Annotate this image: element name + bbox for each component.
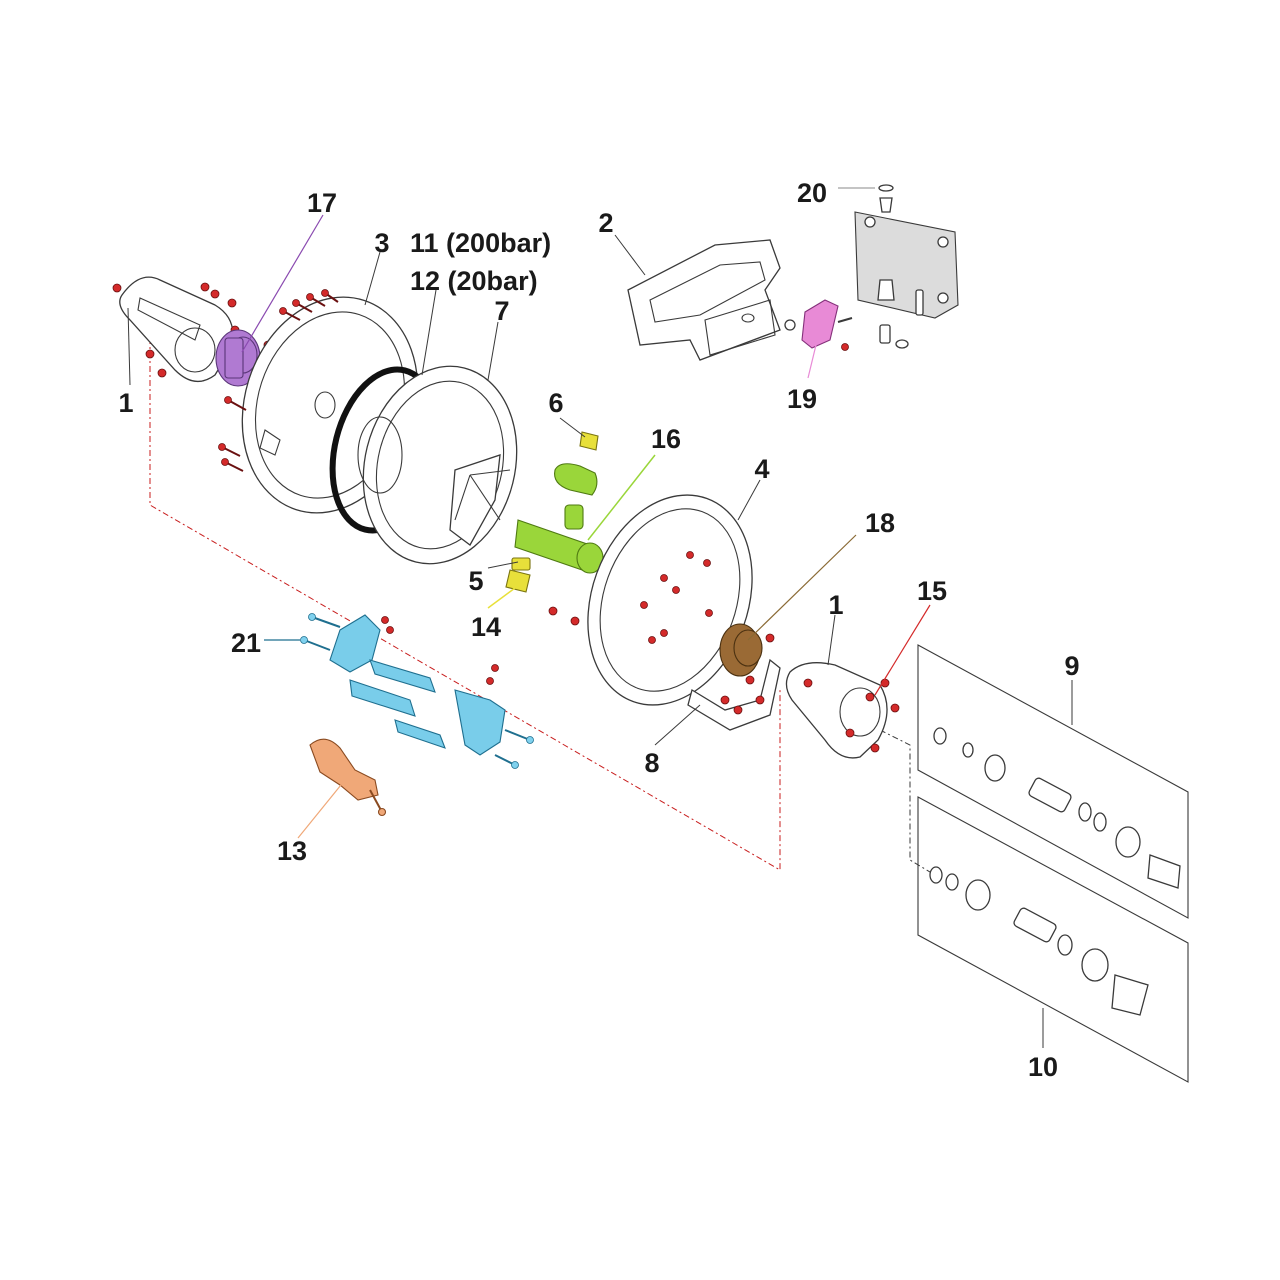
callout-3: 3 [374, 228, 389, 258]
callout-13: 13 [277, 836, 307, 866]
leader-19 [807, 344, 817, 379]
part-10-swivel-kit [917, 796, 1189, 1083]
part-9-swivel-kit [917, 644, 1189, 919]
leader-2 [614, 234, 646, 276]
leader-16 [587, 454, 656, 541]
leader-3 [364, 251, 381, 306]
callout-7: 7 [494, 296, 509, 326]
part-15-screws [803, 678, 900, 753]
part-3-screws [218, 289, 339, 472]
leader-7 [487, 321, 499, 381]
part-18-bearing [719, 623, 775, 677]
part-2-frame [627, 239, 781, 361]
part-19-latch [784, 299, 853, 351]
leader-8 [654, 704, 701, 746]
callout-labels: 1 1 2 3 4 5 6 7 8 9 10 11 (200bar) 12 (2… [118, 178, 1079, 1082]
leader-14 [487, 587, 516, 609]
callout-18: 18 [865, 508, 895, 538]
callout-14: 14 [471, 612, 501, 642]
callout-19: 19 [787, 384, 817, 414]
callout-6: 6 [548, 388, 563, 418]
part-14-fitting [505, 557, 531, 593]
part-7-drum [357, 365, 518, 565]
leader-5 [487, 561, 519, 569]
callout-9: 9 [1064, 651, 1079, 681]
leader-lines [127, 187, 1073, 1048]
part-4-screws [548, 551, 713, 644]
part-1-left-bracket [112, 276, 240, 382]
leader-1a [127, 307, 131, 386]
callout-12: 12 (20bar) [410, 266, 538, 296]
part-4-disc [548, 494, 753, 706]
leader-6 [559, 417, 586, 438]
callout-1-right: 1 [828, 590, 843, 620]
leader-15 [874, 604, 931, 696]
leader-4 [737, 479, 761, 521]
callout-15: 15 [917, 576, 947, 606]
leader-11 [421, 289, 437, 376]
part-16-swivel-shaft [514, 431, 604, 574]
callout-21: 21 [231, 628, 261, 658]
leader-1b [827, 614, 836, 666]
callout-2: 2 [598, 208, 613, 238]
callout-10: 10 [1028, 1052, 1058, 1082]
alignment-lines [149, 310, 936, 876]
part-1-screws [112, 282, 240, 378]
callout-17: 17 [307, 188, 337, 218]
leader-18 [747, 534, 857, 641]
leader-17 [241, 214, 324, 353]
part-20-mounting-plate [854, 184, 959, 349]
part-21-roller-assembly [300, 613, 534, 769]
part-8-bracket [687, 658, 781, 731]
callout-1-left: 1 [118, 388, 133, 418]
part-1-right-bracket [785, 662, 900, 759]
callout-20: 20 [797, 178, 827, 208]
callout-8: 8 [644, 748, 659, 778]
callout-16: 16 [651, 424, 681, 454]
callout-5: 5 [468, 566, 483, 596]
part-13-roller-guide [309, 738, 387, 817]
callout-11: 11 (200bar) [410, 228, 551, 258]
callout-4: 4 [754, 454, 769, 484]
leader-13 [297, 779, 346, 839]
